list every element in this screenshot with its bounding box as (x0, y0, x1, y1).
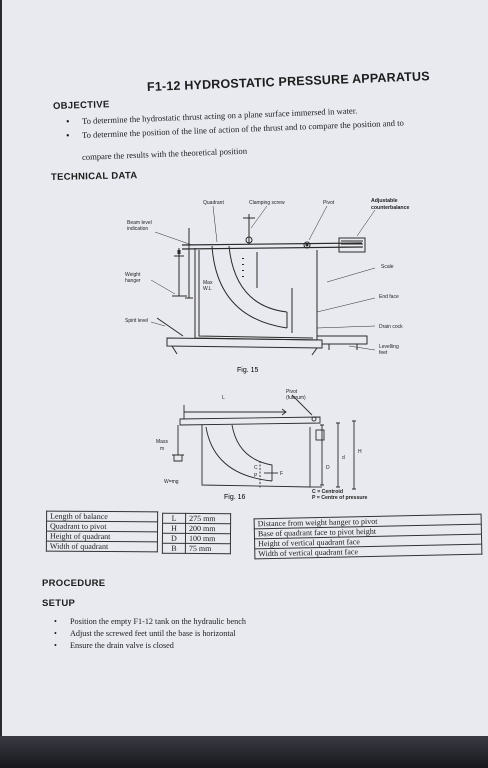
label-centroid: C = Centroid (312, 489, 343, 495)
label-feet: feet (379, 350, 388, 356)
label-p: P (254, 473, 258, 479)
schematic-diagram: L Pivot (fulcrum) Mass m W=mg C P F D d … (156, 389, 368, 501)
bullet-icon: • (54, 629, 57, 638)
table-cell: Height of quadrant (46, 531, 158, 542)
label-indication: indication (127, 226, 148, 232)
table-row: D 100 mm (162, 533, 231, 544)
dimensions-table-mid: L 275 mm H 200 mm D 100 mm B 75 mm (162, 513, 231, 554)
apparatus-diagram: Quadrant Clamping screw Pivot Adjustable… (125, 198, 409, 374)
table-row: Quadrant to pivot (46, 521, 158, 532)
table-cell: D (162, 533, 186, 544)
table-cell: 75 mm (185, 543, 231, 554)
fig15-caption: Fig. 15 (237, 367, 259, 374)
objective-item-continued: compare the results with the theoretical… (82, 140, 382, 163)
label-mass: Mass (156, 439, 168, 445)
page-title: F1-12 HYDROSTATIC PRESSURE APPARATUS (146, 69, 430, 94)
label-clamping-screw: Clamping screw (249, 200, 285, 206)
list-item-text: Position the empty F1-12 tank on the hyd… (70, 617, 247, 626)
label-max: Max (203, 280, 213, 286)
label-m: m (160, 446, 164, 452)
fig16-caption: Fig. 16 (224, 494, 246, 501)
label-hanger: hanger (125, 278, 141, 284)
label-adjustable: Adjustable (371, 198, 398, 204)
objective-heading: OBJECTIVE (52, 99, 110, 112)
label-drain-cock: Drain cock (379, 324, 403, 330)
table-cell: Width of quadrant (46, 541, 158, 552)
table-cell: L (162, 513, 186, 524)
table-cell: H (162, 523, 186, 534)
label-c: C (254, 465, 258, 471)
setup-heading: SETUP (42, 598, 76, 609)
label-spirit-level: Spirit level (125, 318, 148, 324)
label-beam-level: Beam level (127, 220, 152, 226)
document-page: F1-12 HYDROSTATIC PRESSURE APPARATUS OBJ… (2, 0, 488, 746)
page-edge-shadow (0, 736, 488, 768)
setup-list: • Position the empty F1-12 tank on the h… (54, 616, 247, 652)
list-item: • Adjust the screwed feet until the base… (54, 628, 246, 640)
bullet-icon: • (65, 116, 70, 128)
technical-data-heading: TECHNICAL DATA (50, 170, 138, 183)
table-cell: Length of balance (46, 511, 158, 522)
table-row: H 200 mm (162, 523, 231, 534)
label-d-small: D (326, 465, 330, 471)
list-item-text: Ensure the drain valve is closed (70, 641, 174, 650)
list-item-text: Adjust the screwed feet until the base i… (70, 629, 236, 638)
objective-text: compare the results with the theoretical… (81, 145, 248, 162)
label-d-big: d (342, 455, 345, 461)
list-item: • Ensure the drain valve is closed (54, 640, 246, 652)
table-row: B 75 mm (162, 543, 231, 554)
label-w-mg: W=mg (164, 479, 179, 485)
table-cell: Quadrant to pivot (46, 521, 158, 532)
label-weight: Weight (125, 272, 141, 278)
label-h: H (358, 449, 362, 455)
label-counterbalance: counterbalance (371, 205, 409, 211)
label-pivot-fulcrum: Pivot (286, 389, 298, 395)
label-scale: Scale (381, 264, 394, 270)
table-cell: 100 mm (185, 533, 231, 544)
label-l: L (222, 395, 225, 401)
list-item: • Position the empty F1-12 tank on the h… (54, 616, 247, 628)
label-f: F (280, 471, 283, 477)
table-row: L 275 mm (162, 513, 231, 524)
procedure-heading: PROCEDURE (42, 578, 106, 589)
table-cell: 275 mm (185, 513, 231, 524)
label-centre-of-pressure: P = Centre of pressure (312, 495, 368, 501)
bullet-icon: • (54, 641, 57, 650)
bullet-icon: • (65, 130, 70, 142)
label-max-wl: W.L (203, 286, 212, 292)
dimensions-table-left: Length of balance Quadrant to pivot Heig… (46, 511, 158, 553)
table-row: Width of quadrant (46, 541, 158, 552)
label-quadrant: Quadrant (203, 200, 224, 206)
bullet-icon: • (54, 617, 57, 626)
label-levelling: Levelling (379, 344, 399, 350)
label-fulcrum: (fulcrum) (286, 395, 306, 401)
table-row: Height of quadrant (46, 531, 158, 542)
table-cell: 200 mm (185, 523, 231, 534)
label-pivot: Pivot (323, 200, 335, 206)
dimensions-table-right: Distance from weight hanger to pivot Bas… (254, 514, 483, 560)
table-cell: B (162, 543, 186, 554)
table-row: Length of balance (46, 511, 158, 522)
label-end-face: End face (379, 294, 399, 300)
